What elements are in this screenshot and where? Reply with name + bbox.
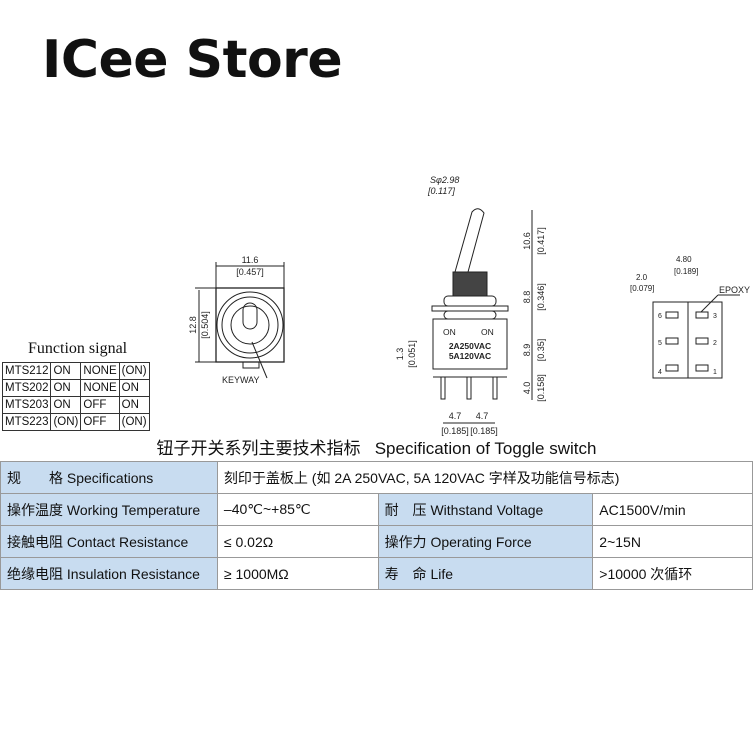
bottom-pitch-mm: 4.80: [676, 255, 692, 264]
label-on-right: ON: [481, 327, 494, 337]
cell: NONE: [80, 362, 120, 380]
bottom-slot-mm: 2.0: [636, 273, 648, 282]
cell: ON: [118, 396, 150, 414]
spec-value: –40℃~+85℃: [216, 493, 379, 526]
spec-value: >10000 次循环: [592, 557, 753, 590]
spec-label: 耐 压 Withstand Voltage: [377, 493, 594, 526]
pin-2: 2: [713, 340, 717, 347]
bottom-pitch-in: [0.189]: [674, 267, 698, 276]
spec-title: 钮子开关系列主要技术指标 Specification of Toggle swi…: [156, 439, 597, 458]
lever-mm: 10.6: [522, 232, 532, 250]
cell: (ON): [50, 413, 82, 431]
spec-label: 操作力 Operating Force: [377, 525, 594, 558]
ball-dia-in: [0.117]: [427, 186, 455, 196]
cell: MTS212: [1, 362, 52, 380]
spec-value: ≤ 0.02Ω: [216, 525, 379, 558]
cell: MTS223: [1, 413, 52, 431]
bushing-mm: 8.8: [522, 291, 532, 304]
ball-dia-mm: Sφ2.98: [430, 175, 459, 185]
bottom-slot-in: [0.079]: [630, 284, 654, 293]
cell: MTS203: [1, 396, 52, 414]
keyway-label: KEYWAY: [222, 375, 260, 385]
pin-1: 1: [713, 369, 717, 376]
cell: ON: [50, 379, 82, 397]
pitch2-mm: 4.7: [476, 411, 489, 421]
lever-in: [0.417]: [536, 227, 546, 255]
base-mm: 1.3: [395, 348, 405, 361]
cell: ON: [50, 362, 82, 380]
spec-value: 2~15N: [592, 525, 753, 558]
front-view: 11.6 [0.457] 12.8 [0.504] KEYWAY: [188, 255, 285, 385]
front-width-mm: 11.6: [242, 255, 259, 265]
cell: ON: [50, 396, 82, 414]
pitch2-in: [0.185]: [470, 426, 498, 436]
front-height-mm: 12.8: [188, 316, 198, 334]
cell: OFF: [80, 396, 120, 414]
pin-6: 6: [658, 313, 662, 320]
front-width-in: [0.457]: [236, 267, 264, 277]
spec-label: 绝缘电阻 Insulation Resistance: [0, 557, 218, 590]
spec-label: 接触电阻 Contact Resistance: [0, 525, 218, 558]
store-title: ICee Store: [42, 30, 343, 90]
spec-label: 操作温度 Working Temperature: [0, 493, 218, 526]
bushing-in: [0.346]: [536, 283, 546, 311]
cell: ON: [118, 379, 150, 397]
rating-1: 2A250VAC: [449, 341, 491, 351]
label-on-left: ON: [443, 327, 456, 337]
base-in: [0.051]: [407, 340, 417, 368]
pin-3: 3: [713, 313, 717, 320]
spec-value: AC1500V/min: [592, 493, 753, 526]
function-signal-heading: Function signal: [28, 340, 128, 357]
bottom-view: 4.80 [0.189] 2.0 [0.079] EPOXY 1 2 3 4 5…: [630, 255, 750, 379]
front-height-in: [0.504]: [200, 311, 210, 339]
pin-4: 4: [658, 369, 662, 376]
rating-2: 5A120VAC: [449, 351, 491, 361]
body-mm: 8.9: [522, 344, 532, 357]
pitch1-mm: 4.7: [449, 411, 462, 421]
spec-label: 规 格 Specifications: [0, 461, 218, 494]
table-row: MTS223(ON)OFF(ON): [1, 413, 150, 431]
pin-5: 5: [658, 340, 662, 347]
pin-in: [0.158]: [536, 374, 546, 402]
cell: NONE: [80, 379, 120, 397]
cell: (ON): [118, 413, 150, 431]
cell: (ON): [118, 362, 150, 380]
spec-label: 寿 命 Life: [377, 557, 594, 590]
pitch1-in: [0.185]: [441, 426, 469, 436]
spec-value: ≥ 1000MΩ: [216, 557, 379, 590]
epoxy-label: EPOXY: [719, 285, 750, 295]
cell: OFF: [80, 413, 120, 431]
cell: MTS202: [1, 379, 52, 397]
spec-value: 刻印于盖板上 (如 2A 250VAC, 5A 120VAC 字样及功能信号标志…: [216, 461, 753, 494]
pin-mm: 4.0: [522, 382, 532, 395]
body-in: [0.35]: [536, 339, 546, 362]
side-view: ON ON 2A250VAC 5A120VAC Sφ2.98 [0.117] 1…: [395, 175, 546, 436]
